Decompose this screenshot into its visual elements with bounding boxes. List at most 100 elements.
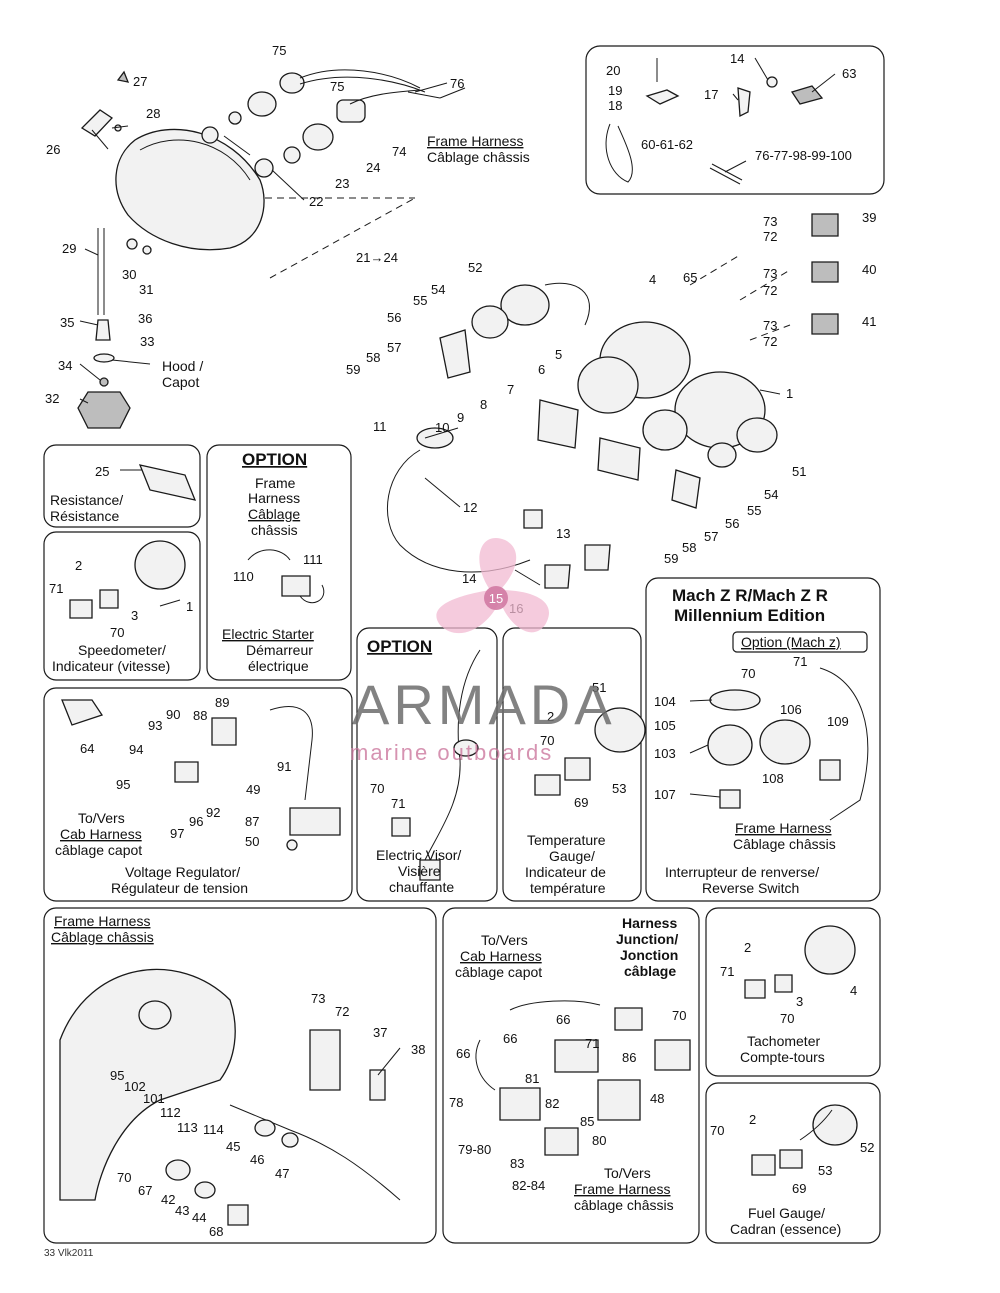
temperature-gauge-caption: Indicateur de xyxy=(525,864,606,880)
callout: 39 xyxy=(862,210,876,225)
temperature-gauge-part xyxy=(534,707,646,796)
callout: 9 xyxy=(457,410,464,425)
callout: 110 xyxy=(233,569,254,584)
callout: 26 xyxy=(46,142,60,157)
fuel-gauge-caption: Fuel Gauge/ xyxy=(748,1205,825,1221)
callout: 95 xyxy=(110,1068,124,1083)
callout: 21→24 xyxy=(356,250,398,265)
frame-harness-caption: Frame Harness xyxy=(54,913,150,929)
electric-visor-part xyxy=(391,649,481,881)
callout: 19 xyxy=(608,83,622,98)
callout: 42 xyxy=(161,1192,175,1207)
temperature-gauge-caption: Gauge/ xyxy=(549,848,595,864)
callout: 59 xyxy=(346,362,360,377)
callout: 111 xyxy=(303,552,323,567)
frame-harness-caption: Câblage châssis xyxy=(733,836,836,852)
callout: 38 xyxy=(411,1042,425,1057)
temperature-gauge-caption: température xyxy=(530,880,606,896)
cab-harness-caption: To/Vers xyxy=(481,932,528,948)
watermark-propeller xyxy=(436,538,549,634)
callout: 79-80 xyxy=(458,1142,491,1157)
callout: 56 xyxy=(725,516,739,531)
callout: 109 xyxy=(827,714,849,729)
callout: 107 xyxy=(654,787,676,802)
frame-harness-caption: châssis xyxy=(251,522,298,538)
callout: 49 xyxy=(246,782,260,797)
callout: 52 xyxy=(468,260,482,275)
callout: 53 xyxy=(818,1163,832,1178)
callout: 71 xyxy=(49,581,63,596)
frame-harness-caption: Frame Harness xyxy=(574,1181,670,1197)
callout: 78 xyxy=(449,1095,463,1110)
frame-harness-caption: Frame Harness xyxy=(735,820,831,836)
dash-assembly xyxy=(59,968,401,1226)
callout: 54 xyxy=(764,487,778,502)
frame-harness-caption: Câblage châssis xyxy=(427,149,530,165)
callout: 12 xyxy=(463,500,477,515)
callout: 10 xyxy=(435,420,449,435)
speedometer-caption: Speedometer/ xyxy=(78,642,166,658)
callout: 43 xyxy=(175,1203,189,1218)
temperature-gauge-caption: Temperature xyxy=(527,832,606,848)
captions: Frame Harness Câblage châssis Hood / Cap… xyxy=(44,133,841,1259)
callout: 11 xyxy=(373,419,387,434)
callout: 101 xyxy=(143,1091,165,1106)
resistance-part xyxy=(138,464,197,501)
callout: 8 xyxy=(480,397,487,412)
callout: 70 xyxy=(110,625,124,640)
callout: 68 xyxy=(209,1224,223,1239)
callout: 75 xyxy=(330,79,344,94)
electric-starter-part xyxy=(247,549,325,604)
frame-harness-caption: câblage châssis xyxy=(574,1197,674,1213)
frame-harness-caption: To/Vers xyxy=(604,1165,651,1181)
callout: 33 xyxy=(140,334,154,349)
callout: 74 xyxy=(392,144,406,159)
callout: 58 xyxy=(366,350,380,365)
callout: 13 xyxy=(556,526,570,541)
callout: 80 xyxy=(592,1133,606,1148)
callout: 70 xyxy=(741,666,755,681)
cab-harness-caption: câblage capot xyxy=(455,964,542,980)
gauge-cluster xyxy=(387,213,839,589)
callout: 70 xyxy=(710,1123,724,1138)
callout: 71 xyxy=(391,796,405,811)
callout: 50 xyxy=(245,834,259,849)
callout: 48 xyxy=(650,1091,664,1106)
callout: 72 xyxy=(763,334,777,349)
callout: 22 xyxy=(309,194,323,209)
callout: 73 xyxy=(311,991,325,1006)
electric-visor-caption: Electric Visor/ xyxy=(376,847,461,863)
hood-caption: Capot xyxy=(162,374,199,390)
callout: 88 xyxy=(193,708,207,723)
cab-harness-caption: Cab Harness xyxy=(60,826,142,842)
callout: 1 xyxy=(786,386,793,401)
callout: 5 xyxy=(555,347,562,362)
callout: 65 xyxy=(683,270,697,285)
callout: 73 xyxy=(763,214,777,229)
callout: 58 xyxy=(682,540,696,555)
callout: 76 xyxy=(450,76,464,91)
watermark-brand: ARMADA xyxy=(352,673,616,736)
callout: 105 xyxy=(654,718,676,733)
option-mach-caption: Option (Mach z) xyxy=(741,634,841,650)
callout: 72 xyxy=(763,283,777,298)
callout: 37 xyxy=(373,1025,387,1040)
callout: 57 xyxy=(387,340,401,355)
callout: 2 xyxy=(75,558,82,573)
option-heading: OPTION xyxy=(367,637,432,656)
callout: 63 xyxy=(842,66,856,81)
callout: 52 xyxy=(860,1140,874,1155)
frame-harness-caption: Harness xyxy=(248,490,300,506)
callout: 54 xyxy=(431,282,445,297)
fuel-gauge-caption: Cadran (essence) xyxy=(730,1221,841,1237)
callout: 34 xyxy=(58,358,72,373)
speedometer-caption: Indicateur (vitesse) xyxy=(52,658,170,674)
callout: 64 xyxy=(80,741,94,756)
callout: 41 xyxy=(862,314,876,329)
harness-junction-part xyxy=(475,1000,691,1156)
callout: 56 xyxy=(387,310,401,325)
callout: 14 xyxy=(730,51,744,66)
callout: 51 xyxy=(592,680,606,695)
callout: 108 xyxy=(762,771,784,786)
